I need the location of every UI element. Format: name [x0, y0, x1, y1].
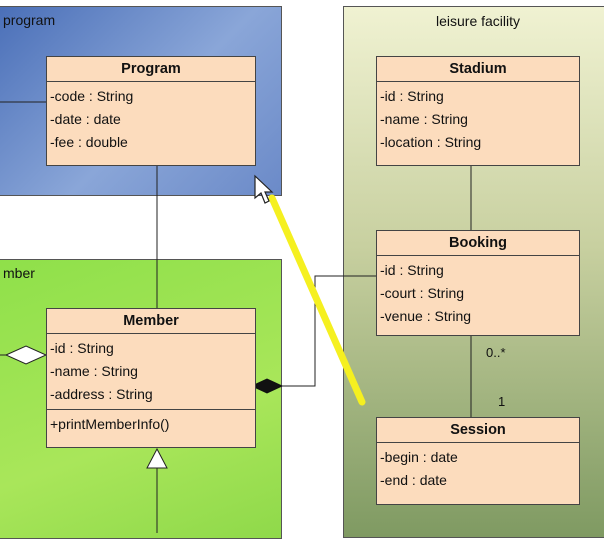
- composition-diamond: [250, 378, 284, 394]
- class-member[interactable]: Member -id : String -name : String -addr…: [46, 308, 256, 448]
- class-program-name: Program: [47, 57, 255, 82]
- attribute-row[interactable]: -id : String: [380, 88, 444, 104]
- operation-row[interactable]: +printMemberInfo(): [50, 416, 170, 432]
- class-session-attributes: -begin : date -end : date: [377, 443, 579, 495]
- attribute-row[interactable]: -begin : date: [380, 449, 458, 465]
- generalization-triangle: [146, 447, 168, 469]
- class-booking-attributes: -id : String -court : String -venue : St…: [377, 256, 579, 331]
- class-member-attributes: -id : String -name : String -address : S…: [47, 334, 255, 410]
- multiplicity-session-side: 1: [498, 394, 506, 409]
- attribute-row[interactable]: -name : String: [50, 363, 138, 379]
- class-session[interactable]: Session -begin : date -end : date: [376, 417, 580, 505]
- attribute-row[interactable]: -name : String: [380, 111, 468, 127]
- aggregation-diamond: [4, 345, 48, 365]
- class-program-attributes: -code : String -date : date -fee : doubl…: [47, 82, 255, 157]
- class-stadium-name: Stadium: [377, 57, 579, 82]
- attribute-row[interactable]: -id : String: [380, 262, 444, 278]
- mouse-pointer-icon: [254, 174, 274, 204]
- class-stadium[interactable]: Stadium -id : String -name : String -loc…: [376, 56, 580, 166]
- class-booking-name: Booking: [377, 231, 579, 256]
- package-leisure-facility-title: leisure facility: [435, 13, 521, 29]
- attribute-row[interactable]: -end : date: [380, 472, 447, 488]
- class-program[interactable]: Program -code : String -date : date -fee…: [46, 56, 256, 166]
- class-stadium-attributes: -id : String -name : String -location : …: [377, 82, 579, 157]
- composition-member-booking[interactable]: [282, 275, 376, 387]
- attribute-row[interactable]: -code : String: [50, 88, 134, 104]
- attribute-row[interactable]: -court : String: [380, 285, 465, 301]
- attribute-row[interactable]: -address : String: [50, 386, 153, 402]
- yellow-arrow: [268, 194, 366, 406]
- package-program-title: program: [3, 12, 56, 28]
- attribute-row[interactable]: -date : date: [50, 111, 121, 127]
- class-member-name: Member: [47, 309, 255, 334]
- class-booking[interactable]: Booking -id : String -court : String -ve…: [376, 230, 580, 336]
- attribute-row[interactable]: -id : String: [50, 340, 114, 356]
- attribute-row[interactable]: -venue : String: [380, 308, 472, 324]
- attribute-row[interactable]: -fee : double: [50, 134, 128, 150]
- class-member-operations: +printMemberInfo(): [47, 410, 255, 439]
- class-session-name: Session: [377, 418, 579, 443]
- attribute-row[interactable]: -location : String: [380, 134, 482, 150]
- multiplicity-booking-side: 0..*: [486, 345, 506, 360]
- package-member-title: mber: [3, 265, 35, 281]
